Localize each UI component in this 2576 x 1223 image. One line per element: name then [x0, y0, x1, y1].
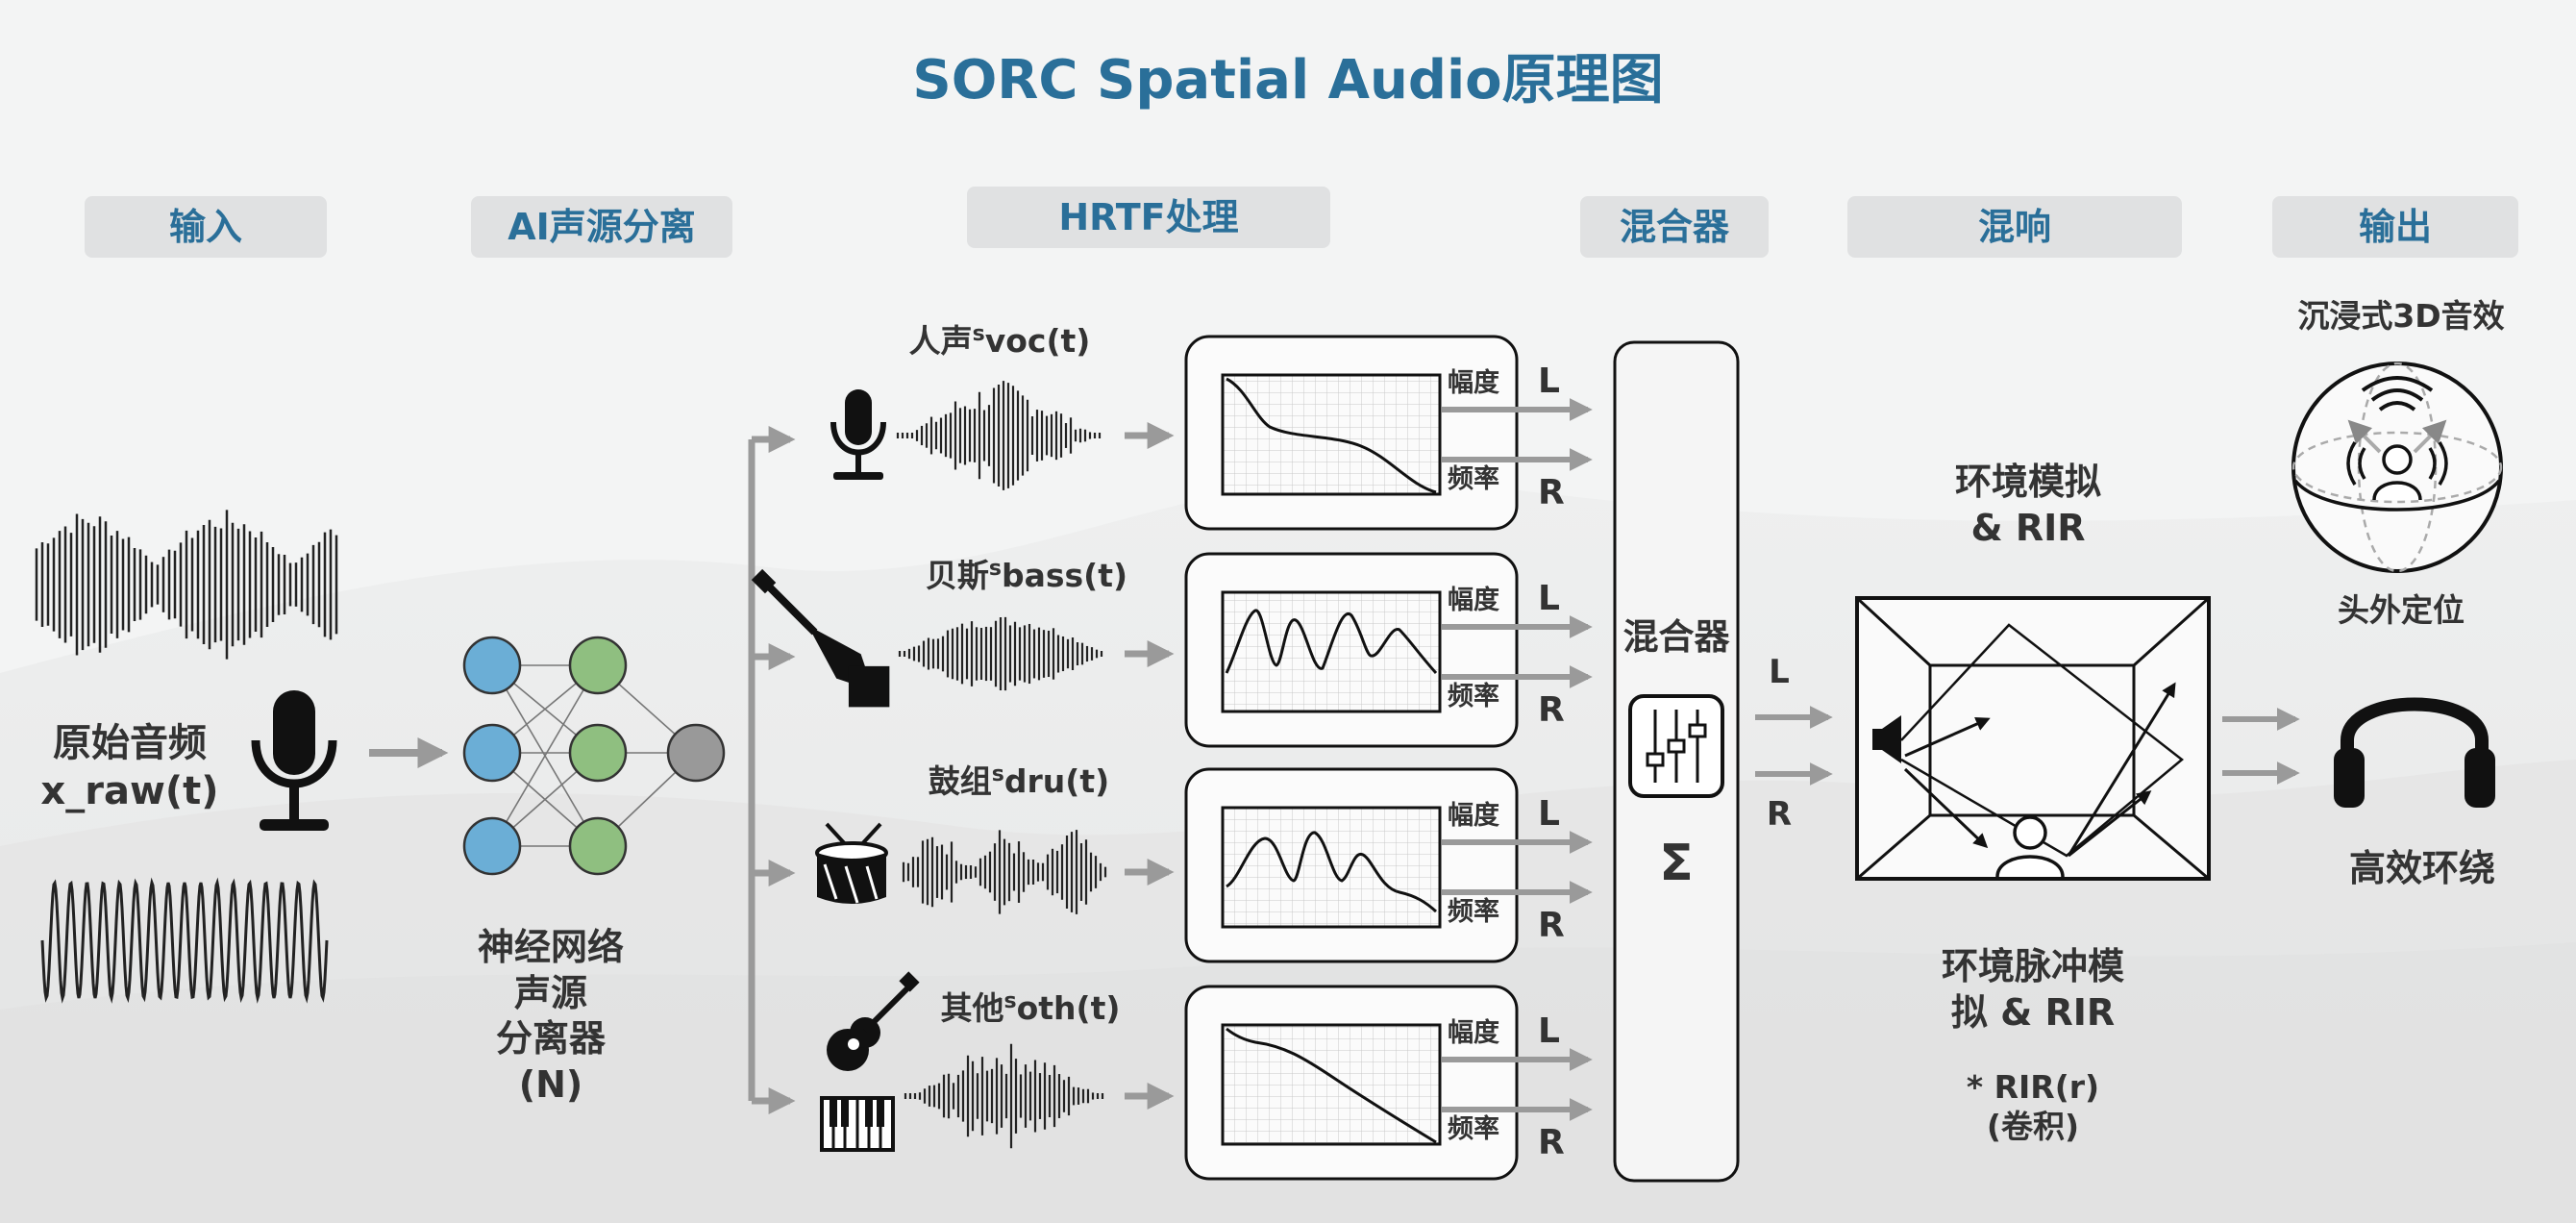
hrtf-amplitude-label: 幅度 [1448, 586, 1499, 615]
source-label-vocal: 人声svoc(t) [865, 321, 1134, 361]
rir-note-line2: (卷积) [1986, 1108, 2080, 1146]
source-sup: s [988, 557, 1002, 581]
input-waveform-top [35, 510, 338, 660]
speaker-icon [1872, 715, 1901, 763]
hrtf-right-label: R [1538, 906, 1565, 945]
mixer-output-arrows [1755, 706, 1833, 786]
source-name: 贝斯 [925, 557, 989, 594]
immersive-sphere-icon [2291, 362, 2503, 573]
reverb-caption-line1: 环境脉冲模 [1941, 945, 2124, 987]
drum-icon [815, 822, 888, 904]
header-mixer: 混合器 [1580, 196, 1769, 258]
bass-guitar-icon [751, 568, 890, 708]
splitter-arrows [748, 426, 796, 1114]
header-reverb: 混响 [1847, 196, 2182, 258]
input-microphone-icon [251, 690, 337, 831]
input-sine-wave [40, 877, 329, 1004]
hrtf-frequency-label: 频率 [1448, 897, 1499, 927]
source-label-other: 其他soth(t) [896, 988, 1165, 1028]
room-title: 环境模拟 & RIR [1884, 460, 2172, 551]
source-waveforms [896, 381, 1107, 1149]
hrtf-input-arrows [1125, 422, 1175, 1110]
header-output: 输出 [2272, 196, 2518, 258]
hrtf-right-label: R [1538, 690, 1565, 730]
source-name: 鼓组 [928, 762, 992, 800]
room-title-line2: & RIR [1970, 506, 2086, 549]
mixer-left-label: L [1769, 653, 1790, 691]
hrtf-right-label: R [1538, 1123, 1565, 1162]
header-hrtf: HRTF处理 [967, 187, 1330, 248]
source-sup: s [1003, 989, 1017, 1013]
hrtf-frequency-label: 频率 [1448, 464, 1499, 494]
mixer-box [1613, 340, 1740, 1183]
header-input: 输入 [85, 196, 327, 258]
source-func: dru(t) [1003, 762, 1110, 800]
source-label-drums: 鼓组sdru(t) [884, 761, 1153, 801]
network-label: 神经网络 声源 分离器 (N) [431, 925, 671, 1108]
rir-note: * RIR(r) (卷积) [1922, 1067, 2143, 1147]
page-title: SORC Spatial Audio原理图 [912, 49, 1664, 112]
listener-icon [1995, 815, 2065, 878]
room-title-line1: 环境模拟 [1954, 461, 2101, 503]
reverb-caption: 环境脉冲模 拟 & RIR [1884, 944, 2182, 1036]
hrtf-left-label: L [1538, 794, 1560, 834]
network-label-line2: 声源 [513, 971, 587, 1014]
header-ai-separation: AI声源分离 [471, 196, 732, 258]
input-audio-label: 原始音频 x_raw(t) [38, 719, 221, 815]
microphone-icon [830, 389, 886, 480]
input-label-line1: 原始音频 [53, 721, 207, 765]
immersive-label: 沉浸式3D音效 [2297, 297, 2505, 335]
hrtf-left-label: L [1538, 579, 1560, 618]
hrtf-frequency-label: 频率 [1448, 1114, 1499, 1144]
hrtf-box [1184, 985, 1593, 1181]
source-label-bass: 贝斯sbass(t) [892, 556, 1161, 595]
mixer-fader-icon [1628, 694, 1724, 798]
input-label-line2: x_raw(t) [40, 769, 219, 813]
source-sup: s [991, 762, 1004, 786]
hrtf-amplitude-label: 幅度 [1448, 801, 1499, 831]
source-func: oth(t) [1016, 989, 1121, 1027]
source-name: 其他 [940, 989, 1004, 1027]
mixer-label: 混合器 [1622, 616, 1730, 658]
hrtf-left-label: L [1538, 362, 1560, 401]
hrtf-right-label: R [1538, 473, 1565, 512]
network-label-line3: 分离器 [495, 1017, 606, 1060]
neural-network-icon [462, 636, 726, 876]
network-label-line4: (N) [518, 1062, 583, 1106]
hrtf-box [1184, 335, 1593, 531]
keyboard-icon [820, 1096, 895, 1152]
headphones-icon [2334, 697, 2495, 808]
source-sup: s [972, 322, 985, 346]
source-func: voc(t) [984, 322, 1091, 360]
hrtf-left-label: L [1538, 1011, 1560, 1051]
hrtf-box [1184, 552, 1593, 748]
hrtf-amplitude-label: 幅度 [1448, 368, 1499, 398]
hrtf-box [1184, 767, 1593, 963]
mixer-sigma: Σ [1659, 835, 1694, 892]
reverb-output-arrows [2222, 708, 2300, 785]
externalization-label: 头外定位 [2338, 591, 2465, 629]
hrtf-frequency-label: 频率 [1448, 682, 1499, 711]
hrtf-amplitude-label: 幅度 [1448, 1018, 1499, 1048]
rir-note-line1: * RIR(r) [1966, 1068, 2100, 1106]
network-label-line1: 神经网络 [477, 926, 624, 968]
source-name: 人声 [908, 322, 973, 360]
room-simulation-icon [1855, 596, 2211, 881]
reverb-caption-line2: 拟 & RIR [1950, 990, 2116, 1034]
surround-label: 高效环绕 [2348, 847, 2495, 889]
guitar-icon [827, 971, 920, 1071]
source-func: bass(t) [1001, 557, 1128, 594]
mixer-right-label: R [1766, 795, 1793, 834]
